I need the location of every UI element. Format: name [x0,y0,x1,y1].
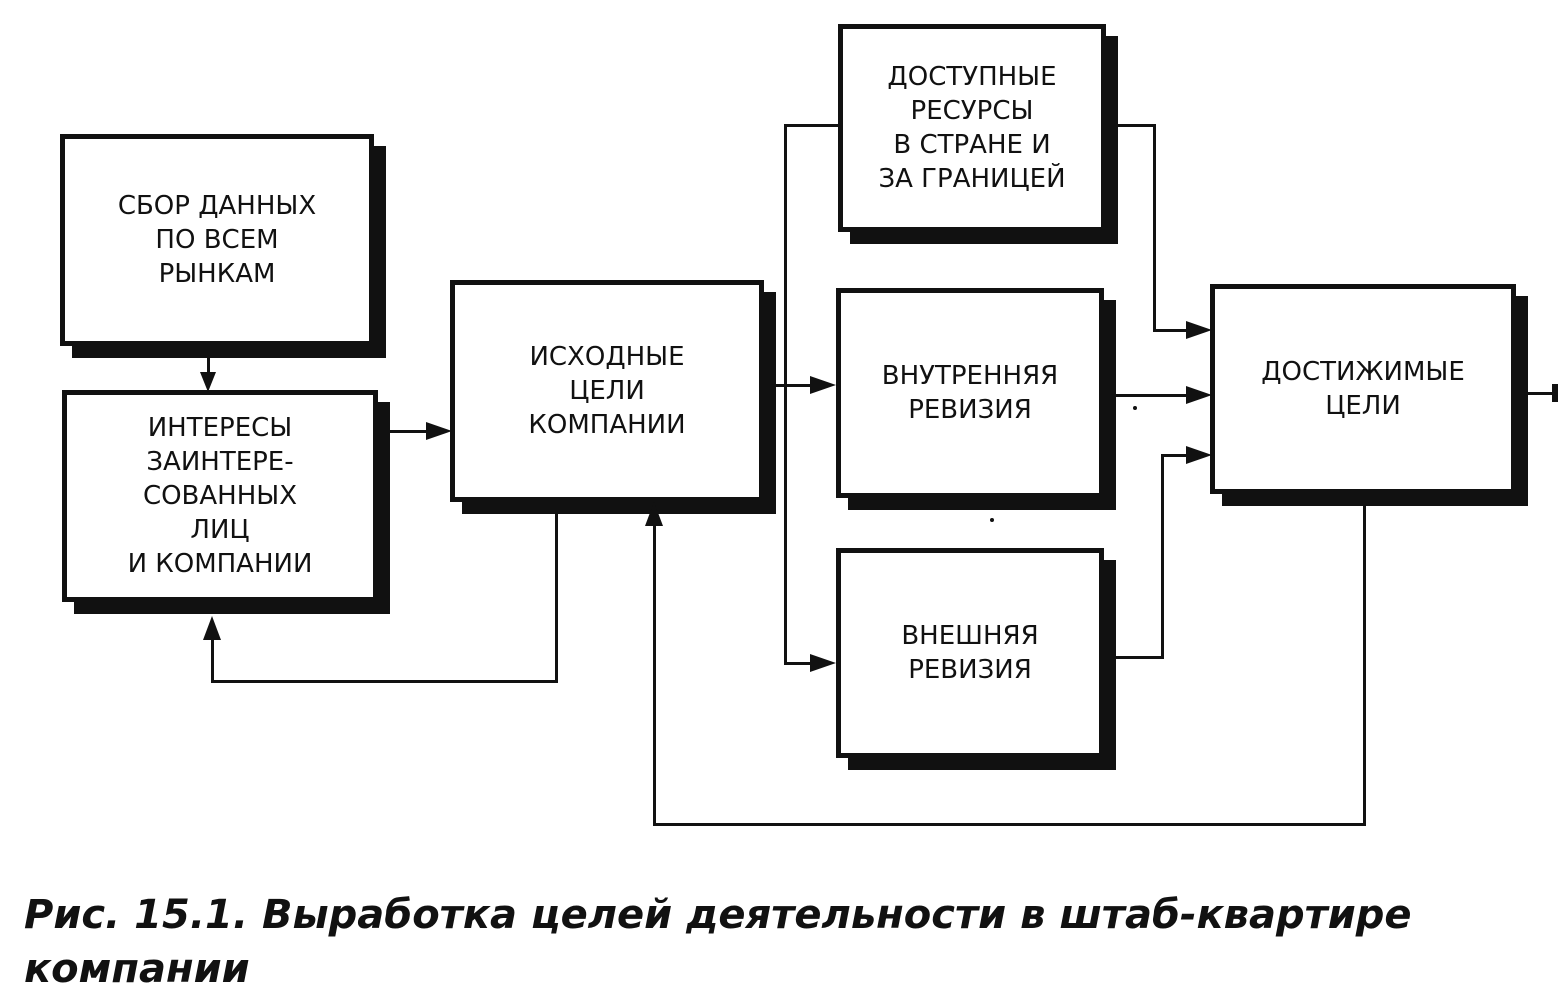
connector-external-vertical [1161,454,1164,659]
feedback-interests-vertical [211,638,214,683]
connector-achievable-out-tick [1552,384,1558,402]
arrowhead-external-to-achievable [1186,446,1212,464]
connector-resources-vertical [1153,124,1156,332]
connector-achievable-out [1528,392,1554,395]
box-external-audit: ВНЕШНЯЯ РЕВИЗИЯ [836,548,1104,758]
box-available-resources-label: ДОСТУПНЫЕ РЕСУРСЫ В СТРАНЕ И ЗА ГРАНИЦЕЙ [878,62,1066,194]
arrowhead-collection-to-interests [200,372,216,392]
connector-internal-out [1116,394,1188,397]
box-initial-goals-label: ИСХОДНЫЕ ЦЕЛИ КОМПАНИИ [528,342,686,440]
arrowhead-to-internal [810,376,836,394]
connector-to-external [784,662,812,665]
box-data-collection-label: СБОР ДАННЫХ ПО ВСЕМ РЫНКАМ [117,191,317,289]
arrowhead-feedback-to-interests [203,616,221,640]
box-achievable-goals-label: ДОСТИЖИМЫЕ ЦЕЛИ [1261,357,1465,421]
arrowhead-feedback-to-initial [645,502,663,526]
box-data-collection: СБОР ДАННЫХ ПО ВСЕМ РЫНКАМ [60,134,374,346]
figure-caption: Рис. 15.1. Выработка целей деятельности … [24,892,1412,992]
connector-collection-to-interests [207,358,210,374]
box-initial-goals: ИСХОДНЫЕ ЦЕЛИ КОМПАНИИ [450,280,764,502]
box-external-audit-label: ВНЕШНЯЯ РЕВИЗИЯ [901,621,1039,685]
feedback-goals-horizontal [211,680,558,683]
connector-resources-out [1116,124,1156,127]
connector-external-in [1161,454,1187,457]
box-internal-audit: ВНУТРЕННЯЯ РЕВИЗИЯ [836,288,1104,498]
feedback-bottom-horizontal [653,823,1366,826]
box-achievable-goals: ДОСТИЖИМЫЕ ЦЕЛИ [1210,284,1516,494]
arrowhead-resources-to-achievable [1186,321,1212,339]
flow-diagram: СБОР ДАННЫХ ПО ВСЕМ РЫНКАМ ИНТЕРЕСЫ ЗАИН… [60,24,1558,826]
arrowhead-to-external [810,654,836,672]
feedback-goals-vertical [555,502,558,682]
connector-interests-to-goals [390,430,428,433]
feedback-achievable-vertical [1363,506,1366,826]
connector-resources-in [1153,329,1187,332]
box-stakeholder-interests: ИНТЕРЕСЫ ЗАИНТЕРЕ- СОВАННЫХ ЛИЦ И КОМПАН… [62,390,378,602]
box-available-resources: ДОСТУПНЫЕ РЕСУРСЫ В СТРАНЕ И ЗА ГРАНИЦЕЙ [838,24,1106,232]
bus-left-vertical [784,124,787,664]
connector-to-internal [784,384,812,387]
box-stakeholder-interests-label: ИНТЕРЕСЫ ЗАИНТЕРЕ- СОВАННЫХ ЛИЦ И КОМПАН… [127,413,313,579]
scan-speck [990,518,994,522]
box-internal-audit-label: ВНУТРЕННЯЯ РЕВИЗИЯ [881,361,1059,425]
connector-goals-out [776,384,786,387]
connector-external-out [1116,656,1164,659]
feedback-initial-vertical [653,526,656,826]
connector-to-resources [784,124,840,127]
arrowhead-internal-to-achievable [1186,386,1212,404]
arrowhead-interests-to-goals [426,422,452,440]
scan-speck [1133,406,1137,410]
